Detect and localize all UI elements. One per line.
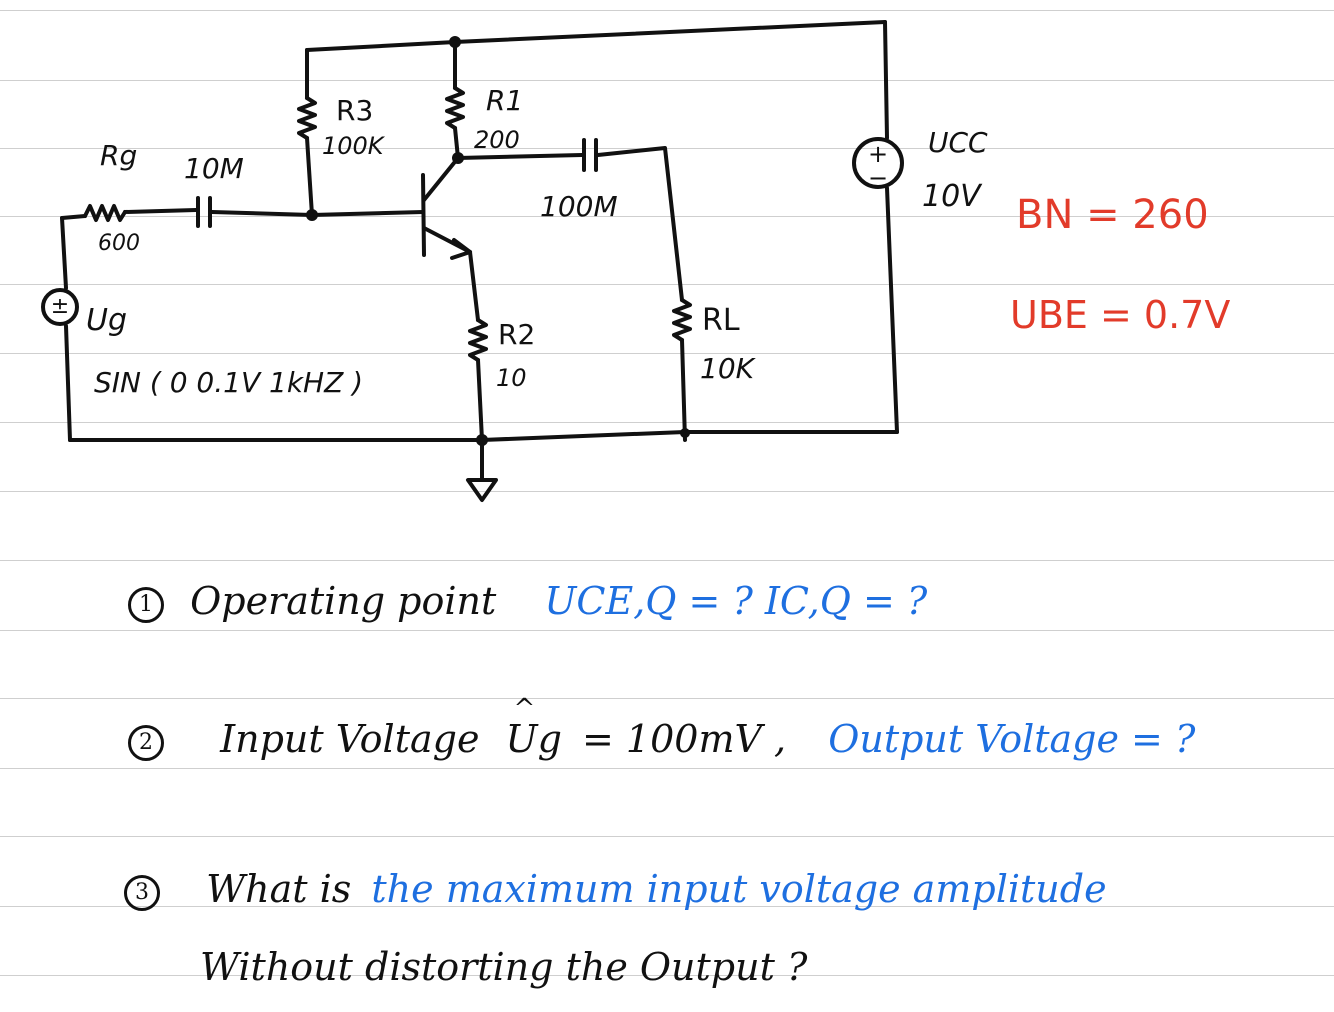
rl-label: RL <box>702 303 740 338</box>
ug-source-symbol <box>41 288 79 326</box>
r3-value: 100K <box>322 132 386 160</box>
question-2: 2 Input Voltage Ug = 100mV , Output Volt… <box>128 696 1196 761</box>
question-3-prompt-blue: the maximum input voltage amplitude <box>371 867 1107 911</box>
c1-capacitor <box>196 196 212 228</box>
ucc-label: UCC <box>928 126 988 159</box>
wire-r2-lower <box>476 358 484 442</box>
rg-value: 600 <box>98 231 140 256</box>
ug-spec: SIN ( 0 0.1V 1kHZ ) <box>94 366 363 399</box>
ruled-line <box>0 284 1334 285</box>
wire-input-left <box>60 214 87 220</box>
ucc-value: 10V <box>922 179 983 214</box>
transistor-collector <box>422 156 460 202</box>
wire-ug-lower <box>64 324 72 442</box>
wire-r3-lower <box>305 136 314 217</box>
question-1: 1 Operating point UCE,Q = ? IC,Q = ? <box>128 582 927 623</box>
wire-bottom-rail <box>68 430 899 442</box>
ruled-line <box>0 698 1334 699</box>
rl-value: 10K <box>700 352 757 385</box>
plus-icon: + <box>868 140 888 168</box>
question-3: 3 What is the maximum input voltage ampl… <box>124 870 1107 911</box>
question-1-unknowns: UCE,Q = ? IC,Q = ? <box>544 579 928 623</box>
c2-value: 100M <box>540 190 618 223</box>
c1-value: 10M <box>184 152 244 185</box>
wire-c1-base <box>210 210 314 217</box>
question-3-number: 3 <box>124 874 160 911</box>
c2-capacitor <box>582 138 598 172</box>
ug-polarity-icon: ± <box>51 294 69 319</box>
question-2-unknown: Output Voltage = ? <box>828 717 1196 761</box>
r1-value: 200 <box>474 126 520 154</box>
question-2-ug-peak: Ug <box>506 696 562 758</box>
wire-rl-lower <box>680 338 687 442</box>
ug-label: Ug <box>86 303 127 338</box>
ruled-line <box>0 80 1334 81</box>
ruled-line <box>0 491 1334 492</box>
r2-resistor <box>468 318 488 362</box>
wire-top-rail <box>305 20 887 52</box>
ruled-line <box>0 353 1334 354</box>
question-2-prompt: Input Voltage <box>220 717 480 761</box>
wire-ug-upper <box>60 216 68 290</box>
transistor-base-bar <box>421 173 426 257</box>
junction-dot <box>680 428 690 438</box>
ruled-line <box>0 216 1334 217</box>
wire-emitter-r2 <box>468 250 480 322</box>
rg-label: Rg <box>100 139 137 172</box>
ucc-source-symbol <box>852 137 904 189</box>
r3-label: R3 <box>336 94 373 127</box>
r3-resistor <box>297 96 317 140</box>
ube-parameter: UBE = 0.7V <box>1010 293 1230 337</box>
question-3-prompt: What is <box>206 867 352 911</box>
ruled-line <box>0 836 1334 837</box>
question-3-line-2: Without distorting the Output ? <box>200 945 808 989</box>
question-1-prompt: Operating point <box>190 579 497 623</box>
ruled-line <box>0 975 1334 976</box>
rg-resistor <box>83 204 127 222</box>
wire-collector-c2 <box>456 153 584 160</box>
wire-ucc-lower <box>885 186 899 434</box>
wire-c2-rl <box>596 146 684 302</box>
question-1-number: 1 <box>128 586 164 623</box>
r1-label: R1 <box>486 84 523 117</box>
wire-ucc-upper <box>883 20 889 140</box>
ruled-line <box>0 906 1334 907</box>
ruled-line <box>0 422 1334 423</box>
question-2-number: 2 <box>128 724 164 761</box>
r2-label: R2 <box>498 318 535 351</box>
ground-icon <box>466 478 498 502</box>
minus-icon: − <box>868 164 888 192</box>
wire-base <box>310 210 425 217</box>
beta-parameter: BN = 260 <box>1016 192 1209 238</box>
r1-resistor <box>445 86 465 130</box>
ruled-line <box>0 768 1334 769</box>
ruled-line <box>0 630 1334 631</box>
wire-rg-c1 <box>123 208 198 214</box>
rl-resistor <box>672 298 692 342</box>
r2-value: 10 <box>496 364 527 392</box>
ruled-line <box>0 560 1334 561</box>
circuit-schematic: ± + − Rg 600 10M R3 100K R1 200 100M R2 … <box>41 20 1230 502</box>
question-2-value: = 100mV , <box>582 717 787 761</box>
ruled-line <box>0 10 1334 11</box>
